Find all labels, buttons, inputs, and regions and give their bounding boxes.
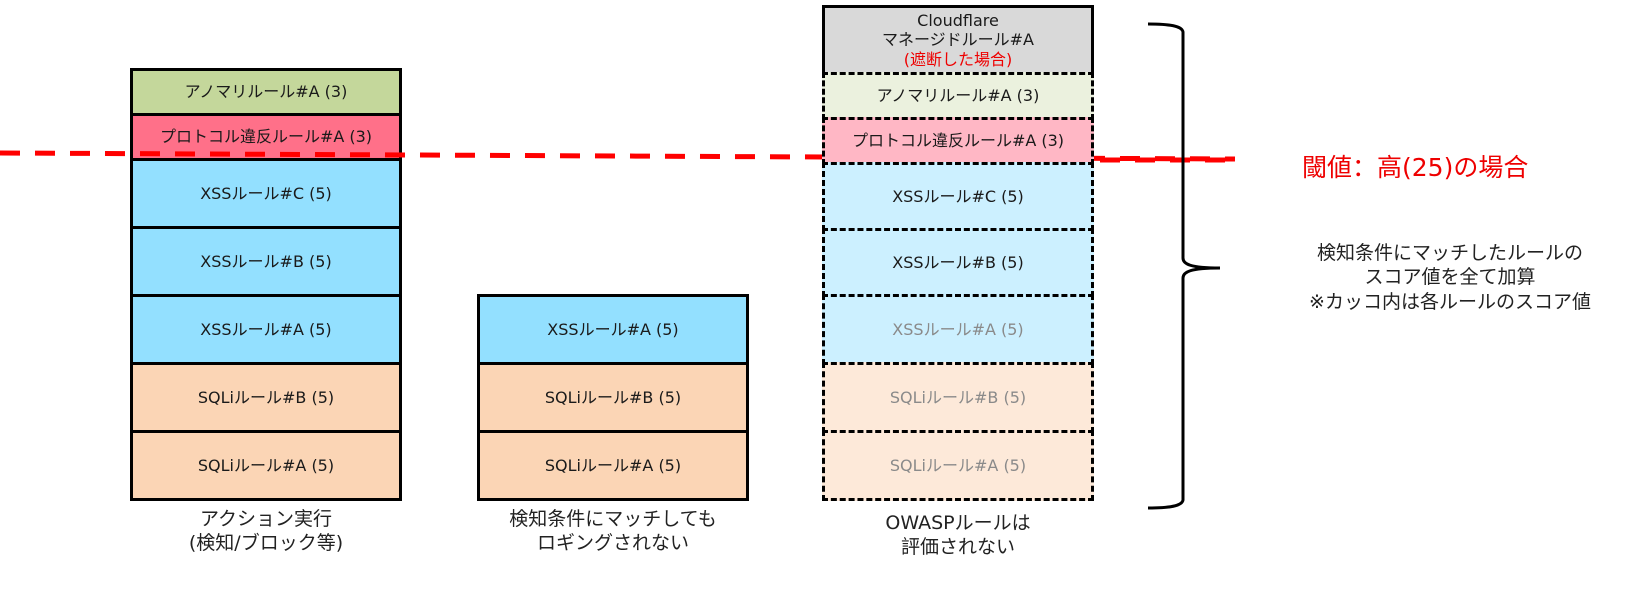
rule-block-xss-a: XSSルール#A (5) (130, 294, 402, 365)
rule-block-xss-a: XSSルール#A (5) (477, 294, 749, 365)
threshold-label: 閾値：高(25)の場合 (1302, 153, 1529, 182)
rule-block-sqli-b: SQLiルール#B (5) (822, 362, 1094, 433)
rule-block-xss-c: XSSルール#C (5) (822, 162, 1094, 231)
rule-block-protocol-a: プロトコル違反ルール#A (3) (822, 117, 1094, 165)
rule-block-xss-b: XSSルール#B (5) (130, 226, 402, 297)
caption-not-logged: 検知条件にマッチしても ロギングされない (509, 508, 717, 554)
score-sum-note: 検知条件にマッチしたルールの スコア値を全て加算 ※カッコ内は各ルールのスコア値 (1309, 242, 1591, 313)
rule-block-anomaly-a: アノマリルール#A (3) (130, 68, 402, 116)
cloudflare-subtitle: マネージドルール#A (881, 30, 1035, 50)
rule-block-sqli-b: SQLiルール#B (5) (477, 362, 749, 433)
rule-block-sqli-b: SQLiルール#B (5) (130, 362, 402, 433)
cloudflare-blocked-note: (遮断した場合) (903, 49, 1013, 69)
rule-block-xss-b: XSSルール#B (5) (822, 228, 1094, 297)
rule-block-protocol-a: プロトコル違反ルール#A (3) (130, 113, 402, 161)
rule-block-sqli-a: SQLiルール#A (5) (130, 430, 402, 501)
caption-owasp-not-evaluated: OWASPルールは 評価されない (885, 512, 1031, 558)
rule-block-anomaly-a: アノマリルール#A (3) (822, 72, 1094, 120)
rule-block-sqli-a: SQLiルール#A (5) (822, 430, 1094, 501)
cloudflare-title: Cloudflare (917, 11, 999, 31)
caption-action-executed: アクション実行 (検知/ブロック等) (188, 508, 344, 554)
rule-block-xss-a: XSSルール#A (5) (822, 294, 1094, 365)
rule-block-xss-c: XSSルール#C (5) (130, 158, 402, 229)
rule-block-sqli-a: SQLiルール#A (5) (477, 430, 749, 501)
rule-block-cloudflare-managed-a: Cloudflare マネージドルール#A (遮断した場合) (822, 5, 1094, 75)
